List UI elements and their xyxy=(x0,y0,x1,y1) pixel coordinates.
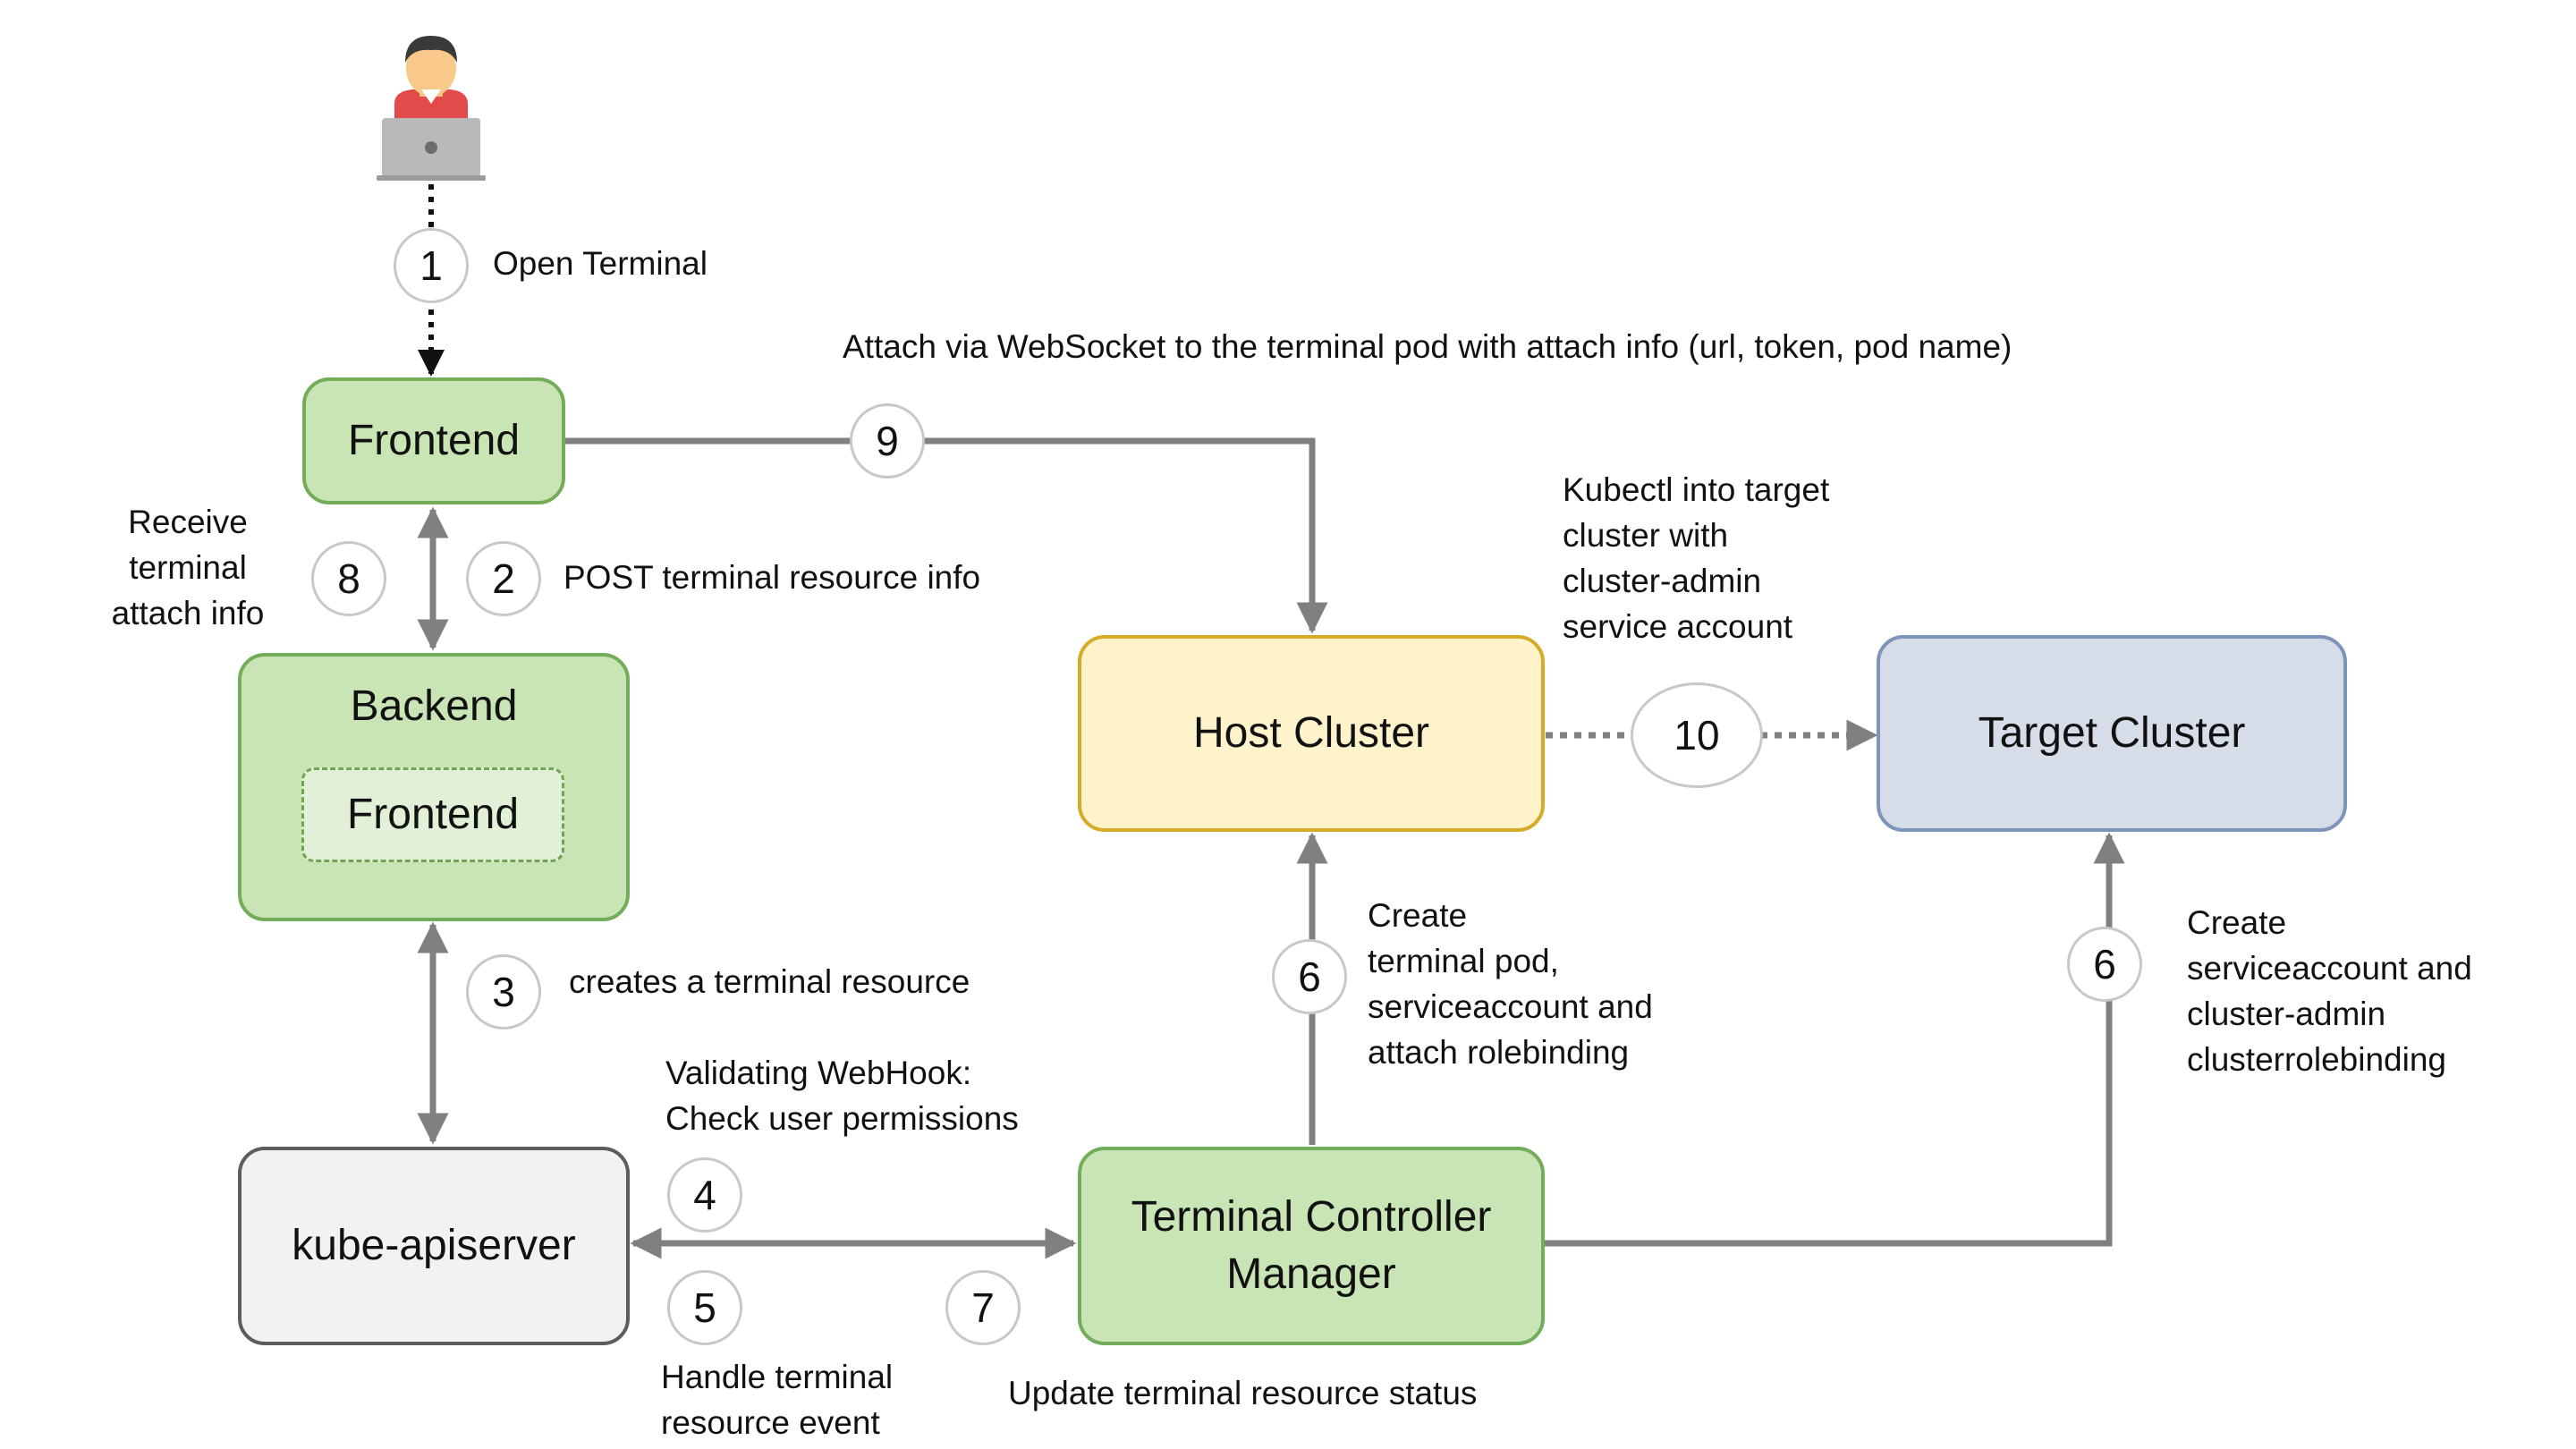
label-kubectl-target: Kubectl into target cluster with cluster… xyxy=(1563,471,1830,645)
frontend-label: Frontend xyxy=(347,417,521,464)
target-cluster-label: Target Cluster xyxy=(1978,709,2246,757)
label-handle-event: Handle terminal resource event xyxy=(661,1359,894,1441)
label-receive-attach-info: Receive terminal attach info xyxy=(111,504,265,631)
backend-label: Backend xyxy=(350,682,518,730)
step-badge-9: 9 xyxy=(850,403,925,479)
kube-apiserver-node: kube-apiserver xyxy=(238,1147,630,1345)
step-badge-6-host: 6 xyxy=(1272,939,1347,1014)
step-badge-1: 1 xyxy=(394,228,469,303)
host-cluster-label: Host Cluster xyxy=(1192,709,1430,757)
host-cluster-node: Host Cluster xyxy=(1078,635,1545,832)
label-validating-webhook: Validating WebHook: Check user permissio… xyxy=(665,1055,1019,1137)
step-badge-6-target: 6 xyxy=(2067,927,2142,1002)
backend-inner-frontend-label: Frontend xyxy=(346,791,520,838)
terminal-controller-manager-node: Terminal Controller Manager xyxy=(1078,1147,1545,1345)
edge-frontend-host xyxy=(564,437,1328,634)
step-badge-7: 7 xyxy=(945,1270,1021,1345)
label-update-status: Update terminal resource status xyxy=(1008,1375,1478,1411)
label-create-terminal-pod: Create terminal pod, serviceaccount and … xyxy=(1368,897,1653,1071)
step-badge-4: 4 xyxy=(667,1157,742,1233)
backend-inner-frontend: Frontend xyxy=(301,767,564,862)
label-post-terminal: POST terminal resource info xyxy=(564,559,981,596)
label-open-terminal: Open Terminal xyxy=(493,245,708,282)
label-create-serviceaccount: Create serviceaccount and cluster-admin … xyxy=(2187,904,2472,1078)
kube-apiserver-label: kube-apiserver xyxy=(292,1222,576,1269)
label-attach-websocket: Attach via WebSocket to the terminal pod… xyxy=(843,328,2012,365)
target-cluster-node: Target Cluster xyxy=(1877,635,2347,832)
step-badge-10: 10 xyxy=(1631,682,1763,788)
step-badge-8: 8 xyxy=(311,541,386,616)
frontend-node: Frontend xyxy=(302,377,565,504)
label-creates-resource: creates a terminal resource xyxy=(569,963,970,1000)
step-badge-3: 3 xyxy=(466,954,541,1030)
terminal-controller-manager-label: Terminal Controller Manager xyxy=(1131,1193,1492,1298)
step-badge-5: 5 xyxy=(667,1270,742,1345)
step-badge-2: 2 xyxy=(466,541,541,616)
user-with-laptop-icon xyxy=(377,36,486,181)
